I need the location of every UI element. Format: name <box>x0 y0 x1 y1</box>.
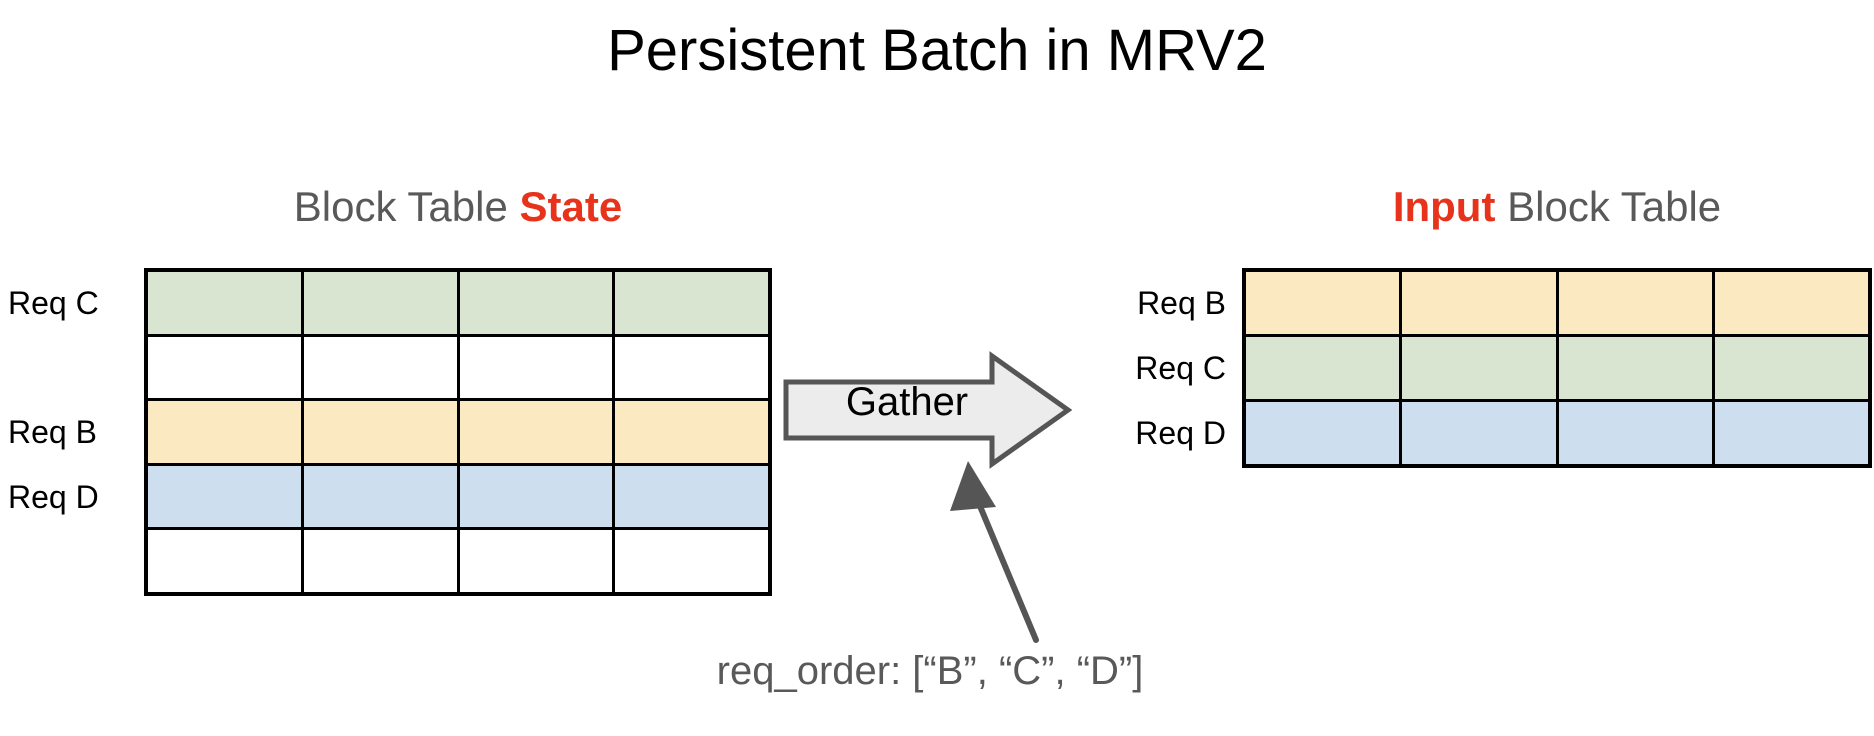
table-cell <box>148 336 301 399</box>
table-cell <box>615 272 768 334</box>
row-label-req-b: Req B <box>1137 285 1226 321</box>
left-heading-highlight: State <box>519 183 623 230</box>
left-heading-prefix: Block Table <box>293 183 520 230</box>
right-heading-suffix: Block Table <box>1495 183 1722 230</box>
table-cell <box>148 401 301 463</box>
table-cell <box>459 401 613 463</box>
row-label-req-c: Req C <box>1135 350 1226 386</box>
table-cell <box>1558 272 1712 334</box>
left-table-heading: Block Table State <box>144 182 772 232</box>
row-label-req-d: Req D <box>1135 415 1226 451</box>
input-block-table-grid <box>1242 268 1872 468</box>
table-cell <box>1558 402 1712 464</box>
right-heading-highlight: Input <box>1392 183 1496 230</box>
table-cell <box>459 272 613 334</box>
table-cell <box>303 401 457 463</box>
gather-arrow-icon <box>783 351 1072 469</box>
table-cell <box>1558 337 1712 399</box>
row-label-req-b: Req B <box>8 414 97 450</box>
table-cell <box>459 465 613 528</box>
up-right-pointer-arrow-icon <box>950 461 1039 643</box>
table-cell <box>1246 402 1400 464</box>
table-cell <box>615 465 768 528</box>
table-cell <box>615 401 768 463</box>
table-cell <box>1402 337 1556 399</box>
table-cell <box>1714 337 1868 399</box>
table-cell <box>1402 402 1556 464</box>
table-cell <box>1714 272 1868 334</box>
table-cell <box>148 272 301 334</box>
table-cell <box>615 336 768 399</box>
table-cell <box>148 465 301 528</box>
table-cell <box>1402 272 1556 334</box>
table-cell <box>303 272 457 334</box>
req-order-caption: req_order: [“B”, “C”, “D”] <box>716 649 1144 693</box>
table-cell <box>1714 402 1868 464</box>
table-cell <box>303 465 457 528</box>
table-cell <box>459 336 613 399</box>
table-cell <box>459 530 613 592</box>
table-cell <box>303 530 457 592</box>
page-title: Persistent Batch in MRV2 <box>607 18 1267 83</box>
table-cell <box>1246 337 1400 399</box>
row-label-req-d: Req D <box>8 478 99 515</box>
table-cell <box>615 530 768 592</box>
table-cell <box>148 530 301 592</box>
block-table-state-grid <box>144 268 772 596</box>
table-cell <box>303 336 457 399</box>
row-label-req-c: Req C <box>8 284 99 321</box>
table-cell <box>1246 272 1400 334</box>
right-table-heading: Input Block Table <box>1242 182 1872 232</box>
